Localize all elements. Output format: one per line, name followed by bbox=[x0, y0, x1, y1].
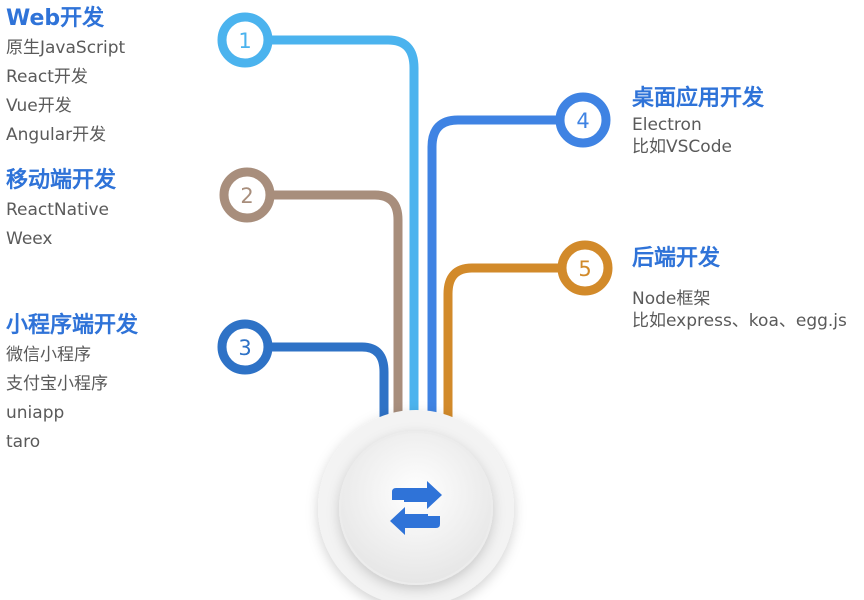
branch-node-number: 3 bbox=[238, 336, 251, 360]
list-item: 微信小程序 bbox=[6, 345, 91, 365]
branch-line-4 bbox=[427, 115, 565, 425]
group-mobile: 移动端开发 ReactNative Weex bbox=[6, 166, 116, 254]
group-items-web: 原生JavaScript React开发 Vue开发 Angular开发 bbox=[6, 34, 125, 150]
repeat-icon bbox=[390, 481, 442, 535]
list-item: Angular开发 bbox=[6, 125, 107, 145]
branch-node-3: 3 bbox=[217, 319, 273, 375]
group-items-mini-program: 微信小程序 支付宝小程序 uniapp taro bbox=[6, 341, 138, 457]
group-items-backend: Node框架 比如express、koa、egg.js bbox=[632, 288, 847, 332]
branch-node-number: 2 bbox=[240, 184, 253, 208]
group-title-desktop: 桌面应用开发 bbox=[632, 86, 765, 111]
list-item: Weex bbox=[6, 229, 53, 249]
branch-node-2: 2 bbox=[219, 167, 275, 223]
list-item: 原生JavaScript bbox=[6, 38, 126, 58]
group-items-desktop: Electron 比如VSCode bbox=[632, 114, 764, 158]
list-item: Vue开发 bbox=[6, 96, 72, 116]
branch-line-5 bbox=[443, 263, 567, 425]
list-item: Electron bbox=[632, 115, 702, 135]
branch-node-number: 1 bbox=[238, 29, 251, 53]
list-item: 比如express、koa、egg.js bbox=[632, 311, 847, 331]
group-title-web: Web开发 bbox=[6, 6, 105, 31]
group-mini-program: 小程序端开发 微信小程序 支付宝小程序 uniapp taro bbox=[6, 311, 138, 457]
branch-node-number: 5 bbox=[578, 257, 591, 281]
group-backend: 后端开发 Node框架 比如express、koa、egg.js bbox=[632, 244, 847, 332]
branch-line-2 bbox=[265, 190, 403, 425]
branch-node-4: 4 bbox=[555, 92, 611, 148]
list-item: uniapp bbox=[6, 403, 65, 423]
center-hub bbox=[318, 410, 514, 600]
group-desktop: 桌面应用开发 Electron 比如VSCode bbox=[632, 84, 764, 158]
list-item: 比如VSCode bbox=[632, 137, 732, 157]
list-item: ReactNative bbox=[6, 200, 109, 220]
branch-line-3 bbox=[263, 342, 389, 425]
branch-line-1 bbox=[261, 35, 419, 425]
branch-node-number: 4 bbox=[576, 109, 589, 133]
list-item: Node框架 bbox=[632, 289, 711, 309]
list-item: taro bbox=[6, 432, 41, 452]
group-title-mini-program: 小程序端开发 bbox=[6, 313, 139, 338]
list-item: React开发 bbox=[6, 67, 88, 87]
group-title-backend: 后端开发 bbox=[632, 246, 721, 271]
group-web: Web开发 原生JavaScript React开发 Vue开发 Angular… bbox=[6, 4, 125, 150]
group-title-mobile: 移动端开发 bbox=[6, 168, 117, 193]
branch-node-5: 5 bbox=[557, 240, 613, 296]
group-items-mobile: ReactNative Weex bbox=[6, 196, 116, 254]
list-item: 支付宝小程序 bbox=[6, 374, 108, 394]
branch-node-1: 1 bbox=[217, 12, 273, 68]
